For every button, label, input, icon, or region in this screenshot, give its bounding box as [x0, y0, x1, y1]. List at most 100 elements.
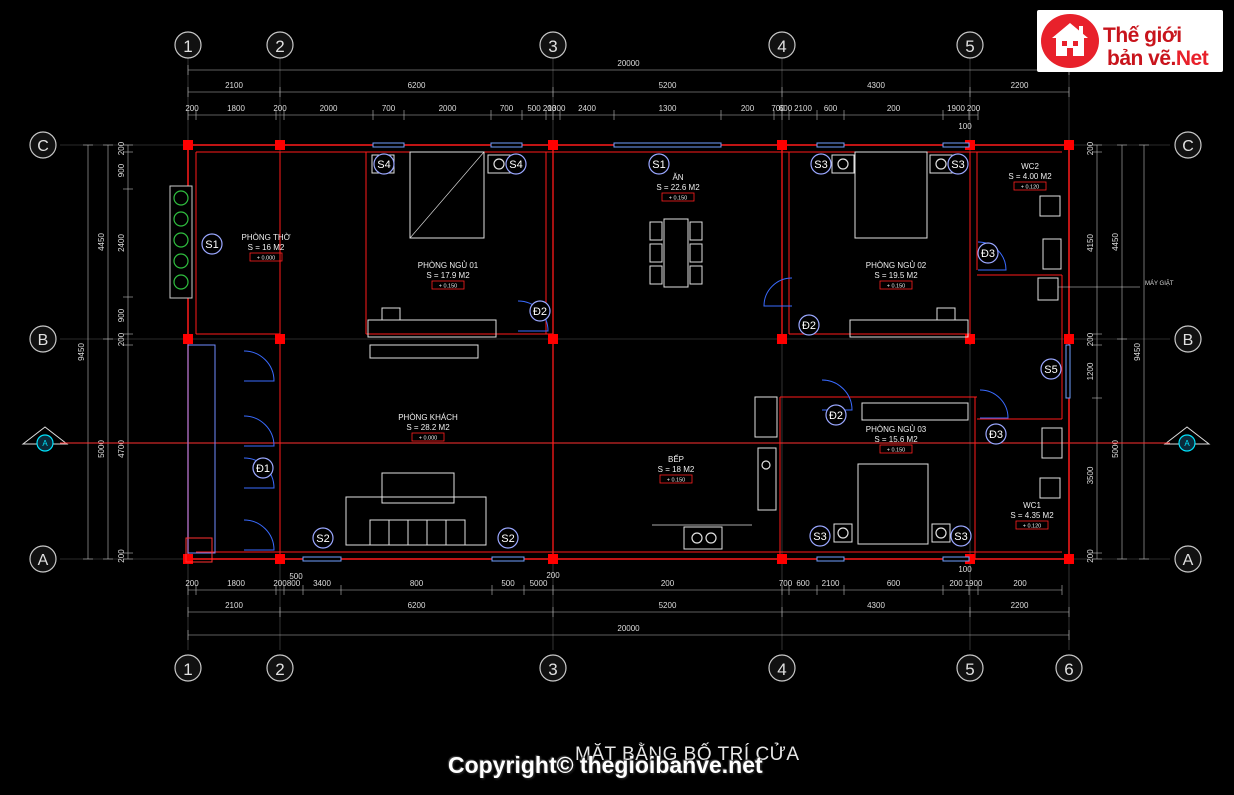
dim-top-detail-label: 2000 — [320, 104, 338, 113]
dim-top-detail-label: 200 — [185, 104, 199, 113]
dim-bottom-main-label: 6200 — [408, 601, 426, 610]
grid-label-right-A: A — [1183, 552, 1194, 569]
dim-bottom-detail-label: 200 — [185, 579, 199, 588]
level-box — [431, 280, 465, 290]
column-marker — [1064, 554, 1074, 564]
tag-Đ3 — [985, 423, 1007, 445]
coffee-table — [381, 472, 455, 504]
nightstand — [931, 523, 951, 543]
door-swing — [243, 415, 275, 447]
window-opening — [372, 142, 405, 148]
logo-line2: bản vẽ.Net — [1107, 47, 1209, 70]
window-opening — [302, 556, 342, 562]
grid-bubble-right-B — [1174, 325, 1202, 353]
level-box — [1013, 181, 1047, 191]
tag-Đ2 — [529, 300, 551, 322]
room-level: + 0.120 — [1023, 524, 1042, 530]
level-box — [879, 444, 913, 454]
nightstand-lamp — [935, 158, 947, 170]
tag-label-S3: S3 — [951, 159, 964, 171]
dim-bottom-detail-label: 200 — [661, 579, 675, 588]
dim-top-detail-label: 700 — [500, 104, 514, 113]
nightstand-lamp — [935, 527, 947, 539]
tv-cabinet — [369, 344, 479, 359]
room-level: + 0.000 — [419, 436, 438, 442]
tag-S3 — [947, 153, 969, 175]
room-level: + 0.150 — [667, 478, 686, 484]
toilet — [1039, 195, 1061, 217]
grid-bubble-top-2 — [266, 31, 294, 59]
dim-bottom-detail-label: 200 — [949, 579, 963, 588]
dim-top-detail-label: 200 — [741, 104, 755, 113]
dim-bottom-total-label: 20000 — [617, 624, 640, 633]
level-box — [661, 192, 695, 202]
desk — [936, 307, 956, 321]
tag-label-S2: S2 — [316, 533, 329, 545]
grid-bubble-top-4 — [768, 31, 796, 59]
grid-bubble-top-1 — [174, 31, 202, 59]
column-marker — [777, 334, 787, 344]
dim-bottom-detail-label: 600 — [887, 579, 901, 588]
dining-chair — [689, 221, 703, 241]
room-level: + 0.150 — [887, 284, 906, 290]
section-mark-label: A — [42, 439, 48, 448]
dim-bottom-main-label: 4300 — [867, 601, 885, 610]
site-logo: Thế giới bản vẽ.Net — [1037, 10, 1223, 72]
room-area: S = 18 M2 — [658, 465, 695, 474]
dim-top-main-label: 5200 — [659, 81, 677, 90]
column-marker — [777, 554, 787, 564]
burner — [691, 532, 703, 544]
nightstand — [831, 154, 855, 174]
dim-bottom-extra: 200 — [546, 571, 560, 580]
room-name: PHÒNG NGỦ 02 — [866, 261, 927, 270]
column-marker — [965, 554, 975, 564]
dim-right-main-label: 5000 — [1111, 440, 1120, 458]
tag-label-Đ2: Đ2 — [533, 306, 547, 318]
grid-bubble-bottom-1 — [174, 654, 202, 682]
window-opening — [942, 142, 970, 148]
tag-label-Đ2: Đ2 — [802, 320, 816, 332]
sink — [1041, 427, 1063, 459]
tag-S5 — [1040, 358, 1062, 380]
grid-bubble-bottom-3 — [539, 654, 567, 682]
tag-label-Đ1: Đ1 — [256, 463, 270, 475]
plant-planter — [169, 185, 193, 299]
nightstand-lamp — [493, 158, 505, 170]
room-name: WC2 — [1021, 162, 1039, 171]
sofa-cushion — [369, 519, 390, 546]
grid-label-top-3: 3 — [548, 37, 557, 56]
window-opening — [816, 142, 845, 148]
grid-label-bottom-6: 6 — [1064, 660, 1073, 679]
room-name: PHÒNG KHÁCH — [398, 413, 458, 422]
room-name: ĂN — [672, 173, 683, 182]
dim-left-detail-label: 200 — [117, 549, 126, 563]
dim-right-main-label: 4450 — [1111, 233, 1120, 251]
level-box — [249, 252, 283, 262]
column-marker — [1064, 140, 1074, 150]
dim-top-detail-label: 2400 — [578, 104, 596, 113]
dim-bottom-detail-label: 1800 — [227, 579, 245, 588]
section-mark-circle — [1178, 434, 1196, 452]
grid-bubble-left-C — [29, 131, 57, 159]
door-swing — [977, 241, 1007, 271]
column-marker — [548, 140, 558, 150]
tag-S2 — [312, 527, 334, 549]
section-mark-circle — [36, 434, 54, 452]
washing-machine — [1037, 277, 1059, 301]
tag-S4 — [373, 153, 395, 175]
tag-label-S5: S5 — [1044, 364, 1057, 376]
tag-Đ2 — [798, 314, 820, 336]
dim-left-total-label: 9450 — [77, 343, 86, 361]
room-name: WC1 — [1023, 501, 1041, 510]
logo-line1: Thế giới — [1103, 24, 1182, 47]
stove — [683, 526, 723, 550]
column-marker — [965, 140, 975, 150]
dim-top-detail-label: 1300 — [659, 104, 677, 113]
dim-left-detail-label: 4700 — [117, 440, 126, 458]
sofa-cushion — [407, 519, 428, 546]
tag-label-S4: S4 — [377, 159, 390, 171]
room-level: + 0.150 — [669, 196, 688, 202]
level-box — [879, 280, 913, 290]
plant-icon — [173, 211, 189, 227]
column-marker — [965, 334, 975, 344]
